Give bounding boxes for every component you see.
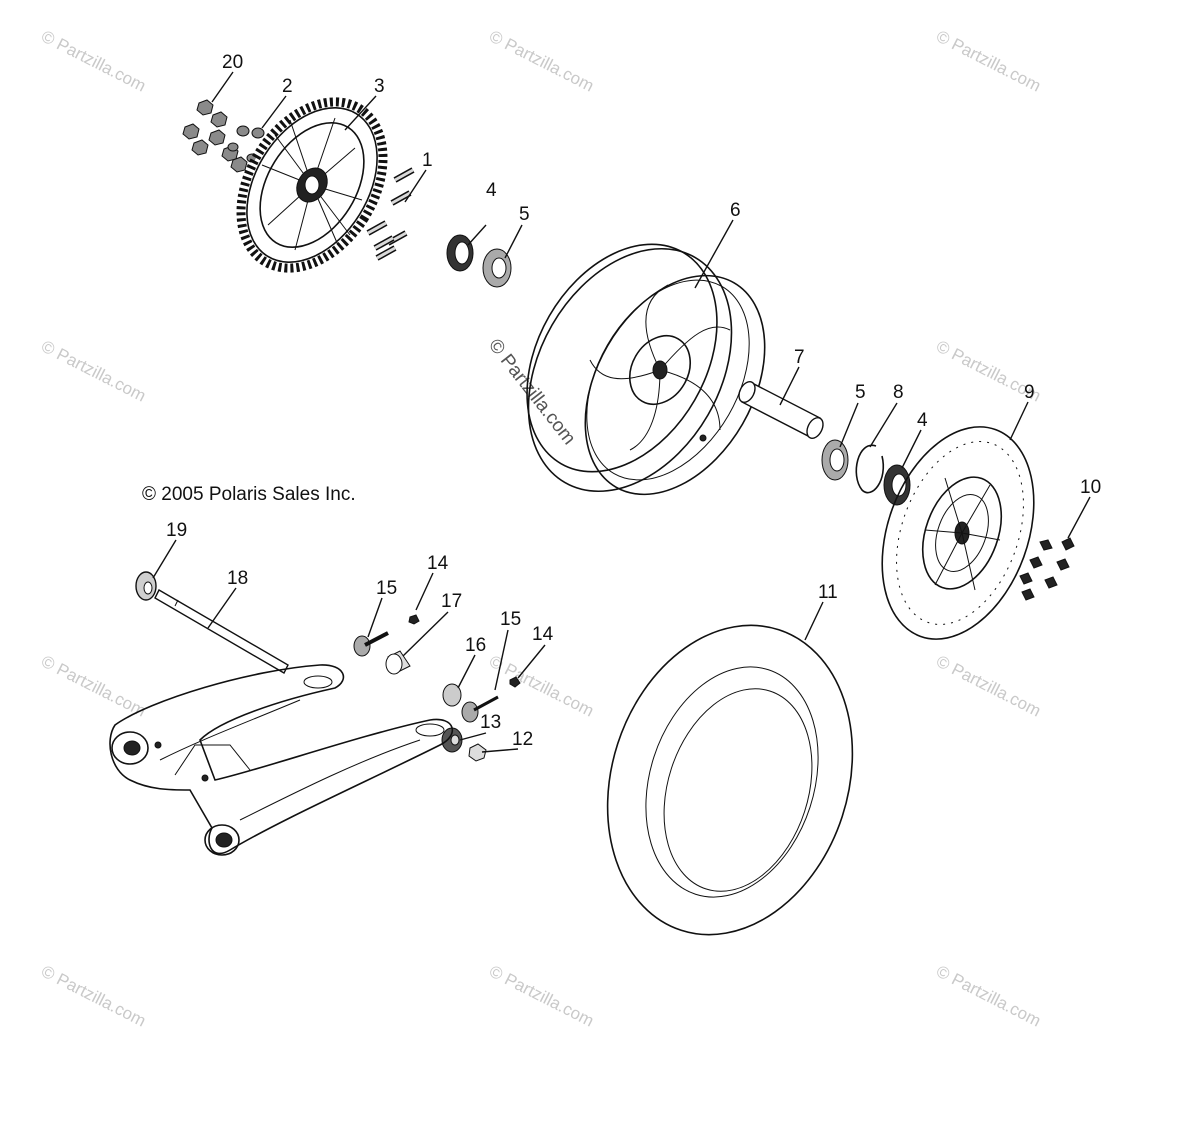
callout-4-right: 4 xyxy=(917,410,928,431)
callout-14-left: 14 xyxy=(427,553,449,574)
callout-3: 3 xyxy=(374,76,385,97)
nut-14-right xyxy=(509,676,521,688)
callout-17: 17 xyxy=(441,591,462,612)
callout-20: 20 xyxy=(222,52,243,73)
callout-8: 8 xyxy=(893,382,904,403)
circlip-8 xyxy=(855,444,885,494)
callout-5-left: 5 xyxy=(519,204,530,225)
callout-13: 13 xyxy=(480,712,501,733)
callout-1: 1 xyxy=(422,150,433,171)
copyright-notice: © 2005 Polaris Sales Inc. xyxy=(142,484,356,505)
studs-1 xyxy=(366,167,415,261)
nut xyxy=(230,156,248,173)
washer xyxy=(236,125,250,137)
callout-5-right: 5 xyxy=(855,382,866,403)
bolt-15-left xyxy=(353,631,389,657)
watermark-top-center: © Partzilla.com xyxy=(486,27,597,96)
nut-20 xyxy=(196,99,214,116)
wheel-spokes xyxy=(589,284,731,451)
swingarm xyxy=(109,664,454,856)
seal-4-right xyxy=(883,464,911,506)
nuts-and-washers-group xyxy=(182,99,265,173)
callout-12: 12 xyxy=(512,729,533,750)
tire-11 xyxy=(606,624,854,936)
washer-19 xyxy=(135,571,157,601)
wheel-rim-6 xyxy=(526,243,766,496)
drive-sprocket xyxy=(236,97,388,273)
bearing-5-right xyxy=(821,439,849,481)
watermark-bottom-center: © Partzilla.com xyxy=(486,962,597,1031)
leader-lines xyxy=(152,71,1091,753)
callout-2: 2 xyxy=(282,76,293,97)
bearing-5-left xyxy=(482,248,512,288)
disc-carrier-spokes xyxy=(924,477,1001,591)
brake-disc-9 xyxy=(881,426,1035,640)
callout-9: 9 xyxy=(1024,382,1035,403)
nut xyxy=(191,139,209,156)
disc-bolts-10 xyxy=(1019,537,1075,601)
callout-18: 18 xyxy=(227,568,248,589)
washer xyxy=(227,142,239,152)
nut xyxy=(182,123,200,140)
watermark-bottom-right: © Partzilla.com xyxy=(933,962,1044,1031)
sprocket-spokes xyxy=(261,117,363,251)
callout-15-right: 15 xyxy=(500,609,521,630)
bushing-16 xyxy=(442,683,462,707)
callout-4-left: 4 xyxy=(486,180,497,201)
spacer-tube-7 xyxy=(738,380,824,440)
axle-18 xyxy=(154,589,289,674)
seal-4-left xyxy=(446,234,474,272)
watermark-mid-left: © Partzilla.com xyxy=(38,337,149,406)
callout-19: 19 xyxy=(166,520,187,541)
nut xyxy=(210,111,228,128)
nut-14-left xyxy=(408,614,420,625)
bolt-15-right xyxy=(461,695,499,723)
bushing-17 xyxy=(385,650,411,675)
nut-12 xyxy=(468,743,487,762)
callout-16: 16 xyxy=(465,635,486,656)
watermark-top-right: © Partzilla.com xyxy=(933,27,1044,96)
callout-11: 11 xyxy=(818,582,838,603)
bushing-13 xyxy=(441,727,463,753)
watermarks: © Partzilla.com © Partzilla.com © Partzi… xyxy=(38,27,1044,1031)
watermark-lower-center: © Partzilla.com xyxy=(486,652,597,721)
nut xyxy=(208,129,226,146)
watermark-bottom-left: © Partzilla.com xyxy=(38,962,149,1031)
callout-14-right: 14 xyxy=(532,624,554,645)
callout-10: 10 xyxy=(1080,477,1101,498)
callout-15-left: 15 xyxy=(376,578,397,599)
callout-7: 7 xyxy=(794,347,805,368)
watermark-lower-left: © Partzilla.com xyxy=(38,652,149,721)
washer-2 xyxy=(251,127,265,139)
watermark-lower-right: © Partzilla.com xyxy=(933,652,1044,721)
callout-numbers: 20 2 3 1 4 5 6 7 5 8 4 9 10 11 12 13 14 … xyxy=(166,52,1101,750)
callout-6: 6 xyxy=(730,200,741,221)
watermark-top-left: © Partzilla.com xyxy=(38,27,149,96)
